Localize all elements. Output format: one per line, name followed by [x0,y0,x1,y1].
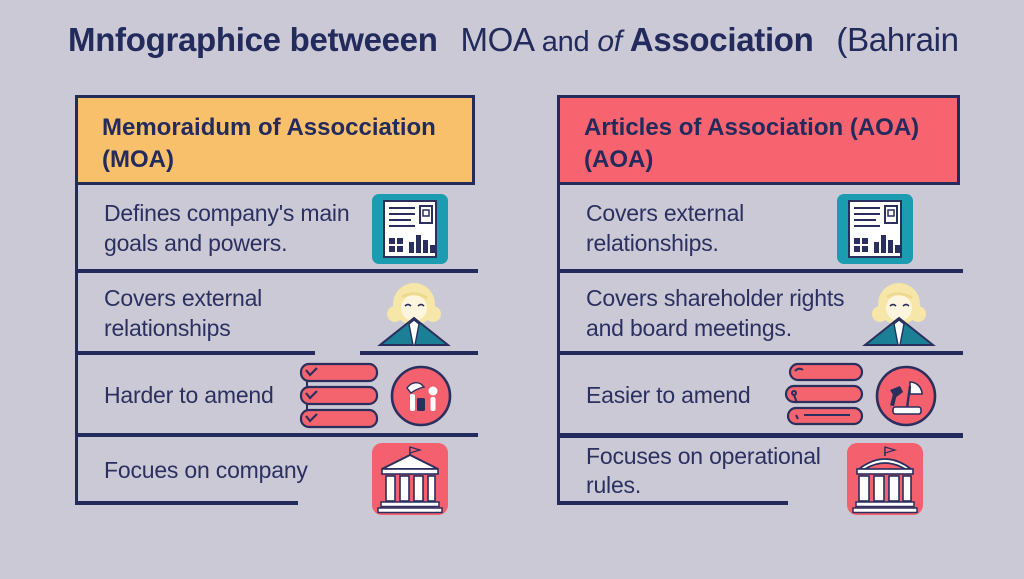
page-title: Mnfographice betweeen MOA and of Associa… [68,21,998,59]
row-text: Focuses on operational rules. [586,442,821,498]
bank-building-icon [846,442,924,516]
moa-header-line1: Memoraidum of Assocciation [102,114,436,141]
row-text: Covers external relationships [104,285,263,341]
row-divider [560,269,963,273]
row-text: Easier to amend [586,382,751,409]
row-divider [360,351,478,355]
bank-building-icon [371,442,449,516]
title-segment: of [589,25,630,58]
row-divider [78,433,478,437]
aoa-header: Articles of Association (AOA) (AOA) [557,95,960,185]
row-text: Defines company's main goals and powers. [104,200,350,256]
moa-header: Memoraidum of Assocciation (MOA) [75,95,475,185]
row-divider [78,351,315,355]
bottom-underline [78,501,298,505]
businesswoman-icon [375,281,453,347]
document-chart-icon [371,193,449,265]
table-row: Defines company's main goals and powers. [78,185,475,272]
aoa-header-line2: (AOA) [584,145,654,173]
moa-header-line2: (MOA) [102,145,174,173]
row-text: Harder to amend [104,382,274,409]
table-row: Focues on company [78,437,475,515]
title-segment: and [541,26,590,58]
lamp-circle-icon [874,364,938,428]
row-divider [560,351,963,355]
title-segment: (Bahrain [827,21,959,58]
table-row: Focuses on operational rules. [560,437,960,515]
table-row: Covers external relationships. [560,185,960,272]
figures-circle-icon [389,364,453,428]
aoa-column: Articles of Association (AOA) (AOA) Cove… [557,95,963,515]
moa-body: Defines company's main goals and powers. [75,185,478,515]
table-row: Harder to amend [78,355,475,437]
aoa-body: Covers external relationships. [557,185,963,515]
table-row: Easier to amend [560,355,960,437]
document-chart-icon [836,193,914,265]
row-text: Focues on company [104,457,308,484]
aoa-header-line1: Articles of Association (AOA) [584,114,920,141]
title-segment: Association [629,21,814,58]
bottom-underline [560,501,788,505]
title-segment: MOA [451,21,542,58]
title-segment: Mnfographice betweeen [68,21,438,58]
checklist-icon [780,360,866,432]
row-text: Covers shareholder rights and board meet… [586,285,845,341]
row-divider [560,433,963,438]
moa-column: Memoraidum of Assocciation (MOA) Defines… [75,95,478,515]
checklist-icon [295,360,381,432]
table-row: Covers shareholder rights and board meet… [560,272,960,355]
row-divider [78,269,478,273]
businesswoman-icon [860,281,938,347]
table-row: Covers external relationships [78,272,475,355]
row-text: Covers external relationships. [586,200,745,256]
